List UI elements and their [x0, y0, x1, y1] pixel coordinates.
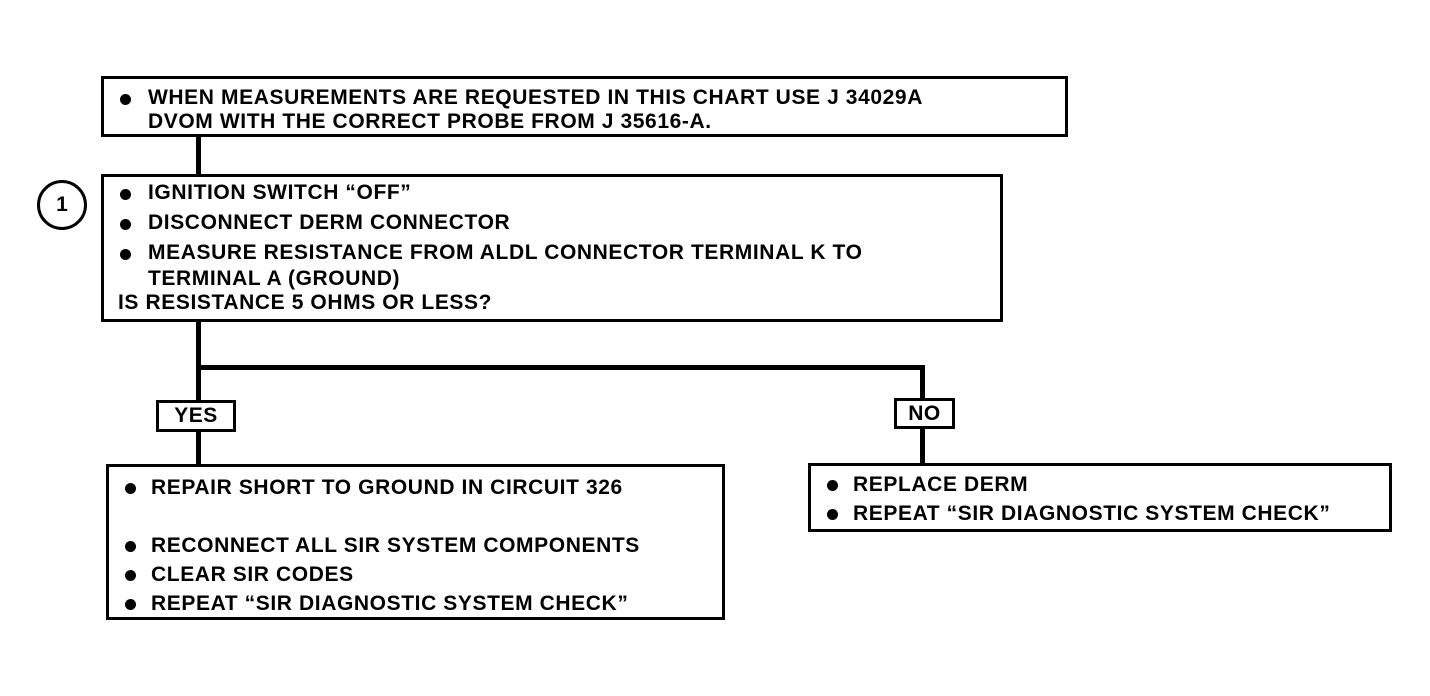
step1-item-ignition: IGNITION SWITCH “OFF” — [148, 181, 412, 204]
step1-box: IGNITION SWITCH “OFF” DISCONNECT DERM CO… — [101, 174, 1003, 322]
connector-split-to-no — [920, 365, 925, 402]
yes-item-reconnect: RECONNECT ALL SIR SYSTEM COMPONENTS — [151, 534, 640, 557]
note-line-2: DVOM WITH THE CORRECT PROBE FROM J 35616… — [148, 110, 712, 133]
step1-question: IS RESISTANCE 5 OHMS OR LESS? — [118, 291, 493, 314]
bullet-icon — [120, 189, 131, 200]
connector-step-to-split — [196, 318, 201, 370]
step1-item-measure-continuation: TERMINAL A (GROUND) — [148, 267, 401, 290]
no-item-repeat-check: REPEAT “SIR DIAGNOSTIC SYSTEM CHECK” — [853, 502, 1331, 525]
connector-yes-to-box — [196, 430, 201, 467]
no-branch-label: NO — [894, 398, 955, 429]
bullet-icon — [125, 570, 136, 581]
yes-result-box: REPAIR SHORT TO GROUND IN CIRCUIT 326 RE… — [106, 464, 725, 620]
measurement-note-box: WHEN MEASUREMENTS ARE REQUESTED IN THIS … — [101, 76, 1068, 137]
no-item-replace: REPLACE DERM — [853, 473, 1029, 496]
yes-item-repair: REPAIR SHORT TO GROUND IN CIRCUIT 326 — [151, 476, 623, 499]
yes-item-clear-codes: CLEAR SIR CODES — [151, 563, 354, 586]
bullet-icon — [827, 509, 838, 520]
no-result-box: REPLACE DERM REPEAT “SIR DIAGNOSTIC SYST… — [808, 463, 1392, 532]
yes-branch-label: YES — [156, 400, 236, 432]
bullet-icon — [120, 249, 131, 260]
step1-item-measure: MEASURE RESISTANCE FROM ALDL CONNECTOR T… — [148, 241, 863, 264]
connector-split-horizontal — [196, 365, 925, 370]
connector-split-to-yes — [196, 365, 201, 403]
bullet-icon — [120, 94, 131, 105]
step-number-circle: 1 — [37, 180, 87, 230]
bullet-icon — [125, 483, 136, 494]
bullet-icon — [120, 219, 131, 230]
connector-note-to-step — [196, 134, 201, 178]
yes-item-repeat-check: REPEAT “SIR DIAGNOSTIC SYSTEM CHECK” — [151, 592, 629, 615]
note-line-1: WHEN MEASUREMENTS ARE REQUESTED IN THIS … — [148, 86, 923, 109]
bullet-icon — [827, 480, 838, 491]
step1-item-disconnect: DISCONNECT DERM CONNECTOR — [148, 211, 511, 234]
bullet-icon — [125, 541, 136, 552]
connector-no-to-box — [920, 427, 925, 466]
bullet-icon — [125, 599, 136, 610]
